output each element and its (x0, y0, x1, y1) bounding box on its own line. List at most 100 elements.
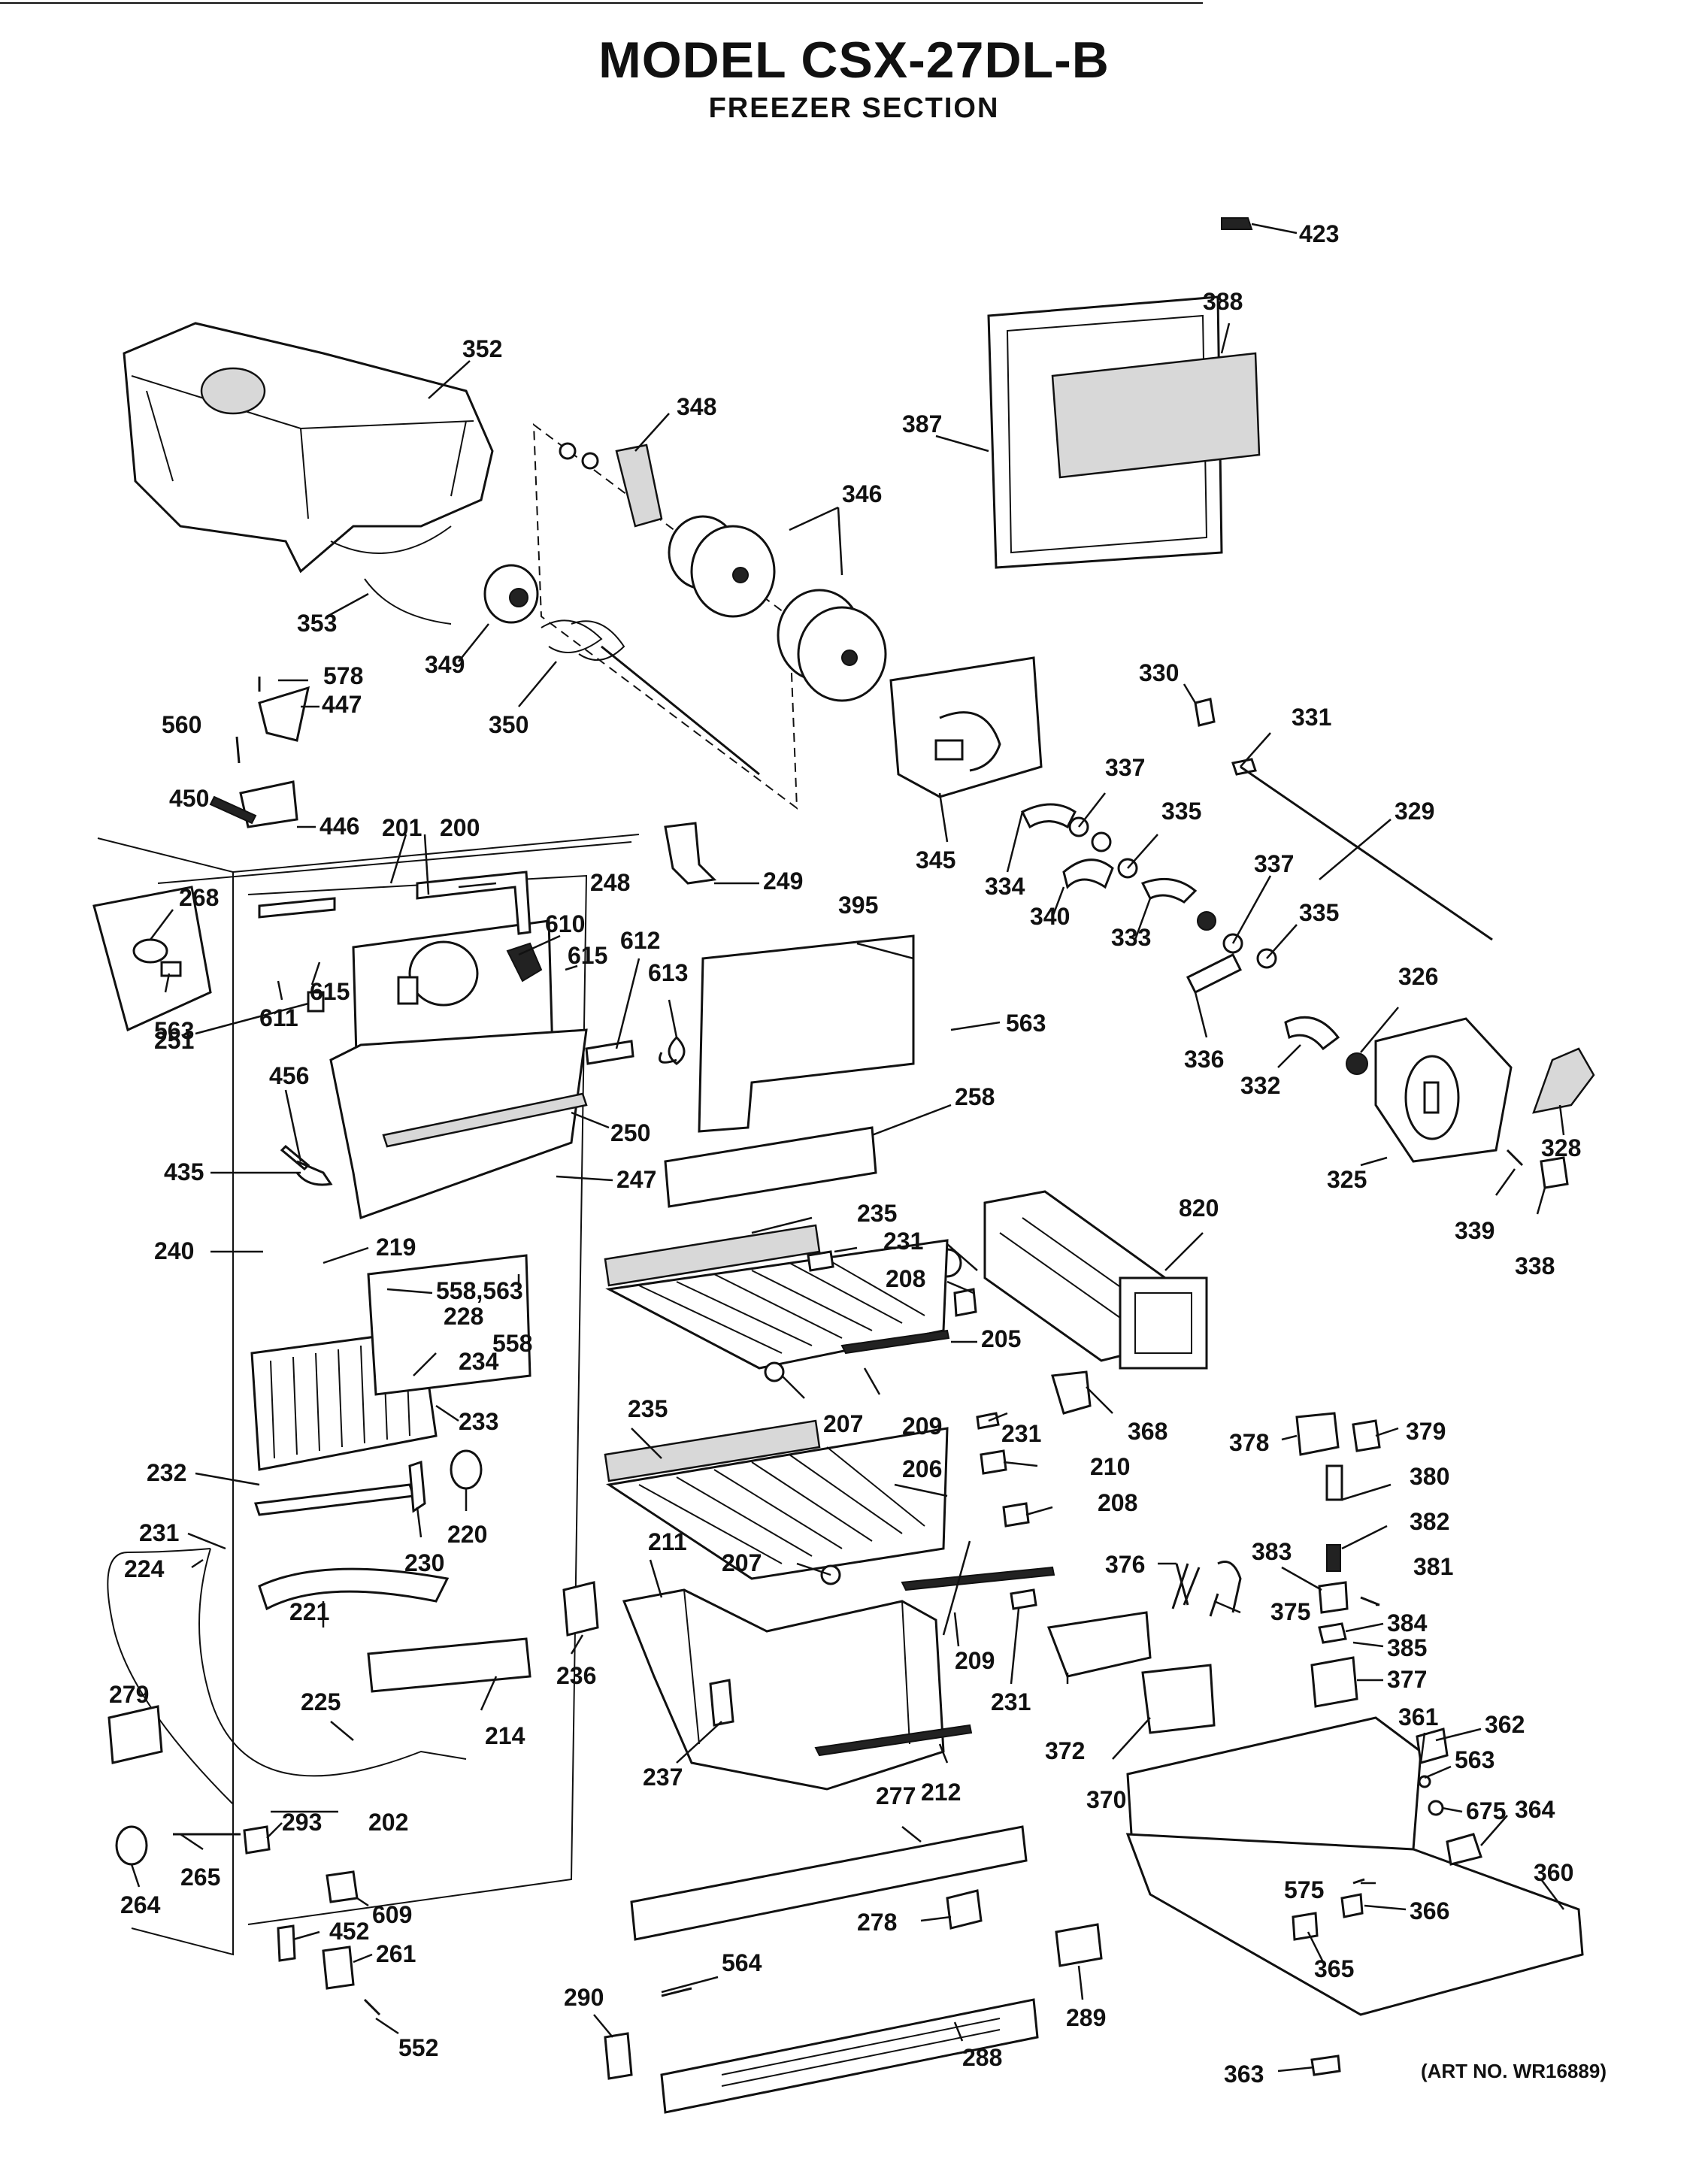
callout-265: 265 (180, 1864, 220, 1891)
callout-251: 251 (154, 1027, 194, 1054)
part-328 (1532, 1047, 1595, 1114)
drain-tube-224 (107, 1548, 234, 1805)
callout-235b: 235 (628, 1395, 668, 1422)
bracket-447 (258, 686, 310, 742)
callout-209b: 209 (955, 1647, 995, 1674)
screw-560 (235, 736, 241, 764)
callout-289: 289 (1066, 2004, 1106, 2031)
callout-201: 201 (382, 814, 422, 841)
callout-435: 435 (164, 1158, 204, 1185)
callout-232: 232 (147, 1459, 186, 1486)
callout-563a: 563 (154, 1017, 194, 1044)
clip-231a (807, 1250, 834, 1272)
part-220 (450, 1449, 483, 1490)
callout-290: 290 (564, 1984, 604, 2011)
callout-279: 279 (109, 1681, 149, 1708)
part-230 (408, 1460, 426, 1513)
callout-240: 240 (154, 1237, 194, 1264)
screw-552 (363, 1998, 381, 2016)
bucket-spring-353 (364, 578, 452, 625)
hinge-261 (322, 1945, 355, 1990)
part-339 (1506, 1149, 1524, 1167)
part-289 (1055, 1923, 1103, 1967)
callout-200: 200 (440, 814, 480, 841)
dispenser-tray-360 (1125, 1833, 1584, 2016)
shelf-upper-205 (604, 1224, 950, 1370)
icemaker-820 (932, 1190, 1208, 1370)
bracket-611 (258, 897, 336, 919)
callout-552: 552 (398, 2034, 438, 2061)
cover-395 (698, 934, 915, 1133)
callout-349: 349 (425, 651, 465, 678)
part-237 (709, 1679, 734, 1727)
callout-208b: 208 (1098, 1489, 1137, 1516)
callout-558: 558 (492, 1330, 532, 1357)
callout-293: 293 (282, 1809, 322, 1836)
callout-337a: 337 (1105, 754, 1145, 781)
callout-375: 375 (1270, 1598, 1310, 1625)
leader-lines (130, 223, 1565, 2073)
callout-250: 250 (610, 1119, 650, 1146)
shelf-lower-206 (604, 1419, 1055, 1591)
callout-219: 219 (376, 1234, 416, 1261)
callout-361: 361 (1398, 1703, 1438, 1730)
spring-382 (1326, 1544, 1341, 1572)
callout-230: 230 (404, 1549, 444, 1576)
drain-tube-225 (198, 1548, 467, 1777)
part-609 (326, 1870, 359, 1903)
part-293 (243, 1825, 271, 1855)
callout-206: 206 (902, 1455, 942, 1482)
callout-339: 339 (1455, 1217, 1494, 1244)
callout-387: 387 (902, 410, 942, 438)
callout-563b: 563 (1006, 1010, 1046, 1037)
callout-334: 334 (985, 873, 1025, 900)
bracket-279 (108, 1705, 163, 1764)
callout-383: 383 (1252, 1538, 1292, 1565)
part-338 (1540, 1156, 1569, 1189)
callout-233: 233 (459, 1408, 498, 1435)
callout-249: 249 (763, 868, 803, 895)
callout-332: 332 (1240, 1072, 1280, 1099)
callout-231d: 231 (991, 1688, 1031, 1715)
callout-352: 352 (462, 335, 502, 362)
callout-209a: 209 (902, 1413, 942, 1440)
callout-368: 368 (1128, 1418, 1167, 1445)
callout-214: 214 (485, 1722, 525, 1749)
callout-366: 366 (1410, 1897, 1449, 1924)
callout-376: 376 (1105, 1551, 1145, 1578)
callout-211: 211 (648, 1528, 687, 1555)
callout-395: 395 (838, 892, 878, 919)
duct-372 (1046, 1611, 1152, 1678)
part-249 (664, 822, 717, 885)
callout-452: 452 (329, 1918, 369, 1945)
callout-578: 578 (323, 662, 363, 689)
bracket-368 (1051, 1370, 1092, 1415)
ice-bin-211 (622, 1588, 973, 1791)
callout-384: 384 (1387, 1609, 1428, 1637)
part-381 (1360, 1596, 1380, 1606)
part-264 (115, 1825, 148, 1866)
callout-385: 385 (1387, 1634, 1427, 1661)
motor-mount-plate (889, 656, 1043, 798)
part-258 (664, 1126, 877, 1208)
callout-381: 381 (1413, 1553, 1453, 1580)
callout-338: 338 (1515, 1252, 1555, 1279)
bracket-612 (585, 1040, 634, 1065)
part-452 (277, 1924, 296, 1962)
callout-228: 228 (444, 1303, 483, 1330)
plunger-380 (1325, 1464, 1343, 1501)
part-423 (1221, 217, 1253, 230)
rail-277 (630, 1825, 1028, 1941)
part-207a (764, 1361, 785, 1382)
auger-assembly (483, 422, 887, 810)
callout-264: 264 (120, 1891, 161, 1918)
callout-615b: 615 (310, 978, 350, 1005)
callout-337b: 337 (1254, 850, 1294, 877)
clip-231c (1010, 1588, 1037, 1610)
callout-348: 348 (677, 393, 716, 420)
callout-247: 247 (616, 1166, 656, 1193)
callout-350: 350 (489, 711, 528, 738)
callout-611: 611 (259, 1004, 298, 1031)
clip-231b (976, 1412, 1000, 1430)
part-563-left (160, 961, 182, 977)
